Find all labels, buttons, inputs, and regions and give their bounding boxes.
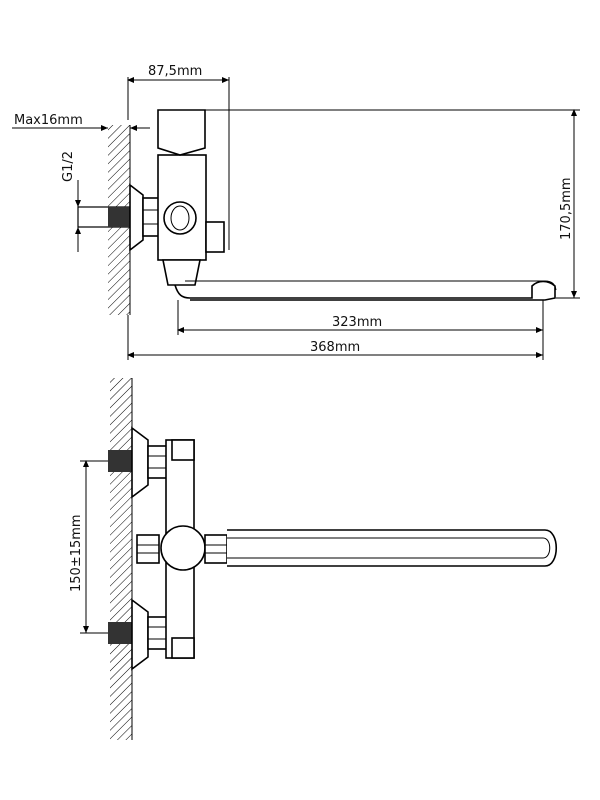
front-view: 150±15mm xyxy=(69,378,557,740)
diverter-round xyxy=(160,525,206,571)
dim-inlet-spacing: 150±15mm xyxy=(69,514,84,592)
dim-spout-reach: 323mm xyxy=(332,315,382,330)
body-top-cap xyxy=(171,439,195,461)
diverter-knob-side xyxy=(163,201,197,235)
dim-wall-gap: Max16mm xyxy=(14,113,83,128)
dim-width-top: 87,5mm xyxy=(148,64,202,79)
bottom-cap-side xyxy=(162,259,201,286)
dim-total-length: 368mm xyxy=(310,340,360,355)
spout-connector xyxy=(204,534,228,564)
body-bottom-cap xyxy=(171,637,195,659)
wall-hatch-bottom xyxy=(110,378,132,740)
flange-upper xyxy=(131,426,149,499)
diverter-button xyxy=(136,534,160,564)
inlet-thread-side xyxy=(108,207,130,227)
spout-front xyxy=(227,529,557,567)
outlet-connector-side xyxy=(205,221,225,253)
top-handle-side xyxy=(157,109,206,156)
wall-flange-side xyxy=(129,183,144,252)
inlet-thread-lower xyxy=(108,622,132,644)
dim-thread: G1/2 xyxy=(61,151,76,182)
side-view: 87,5mm Max16mm G1/2 170,5mm 323mm 368mm xyxy=(12,64,580,360)
flange-lower xyxy=(131,598,149,671)
spout-side xyxy=(174,280,556,301)
inlet-thread-upper xyxy=(108,450,132,472)
dim-height: 170,5mm xyxy=(559,177,574,240)
